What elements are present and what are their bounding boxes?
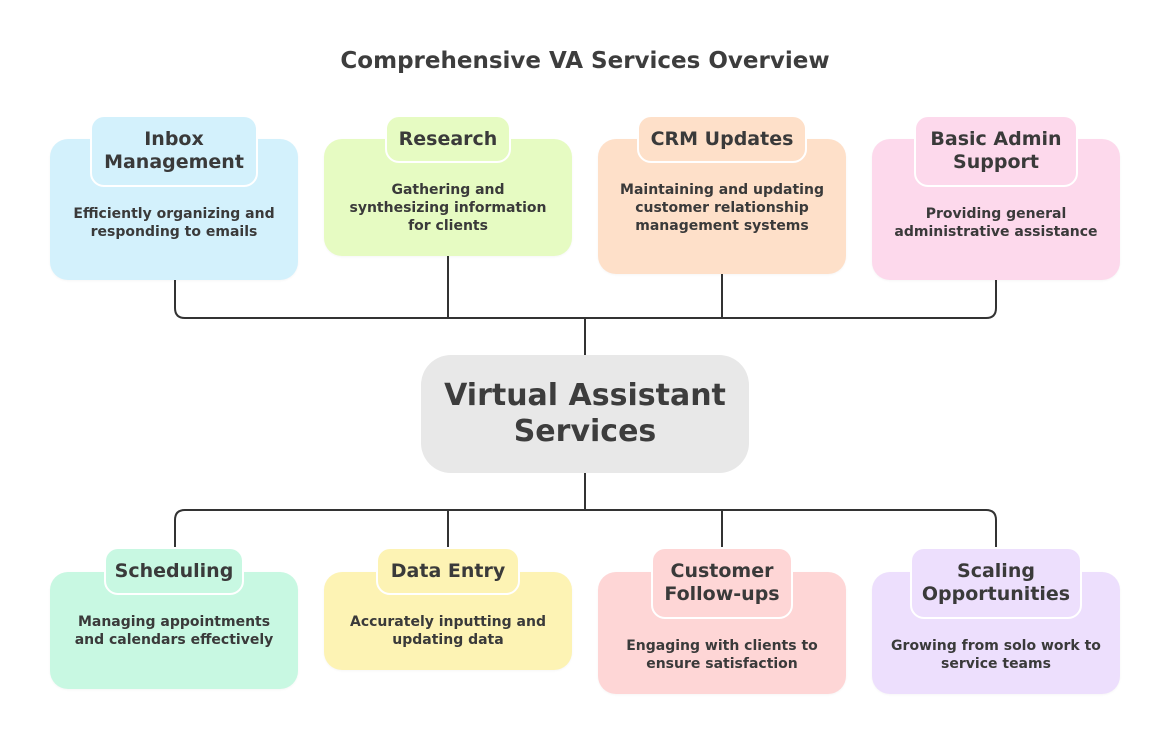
service-description: Managing appointments and calendars effe… (74, 614, 274, 648)
service-title-basic-admin-support: Basic Admin Support (914, 115, 1078, 187)
service-description: Gathering and synthesizing information f… (349, 182, 547, 234)
service-description: Growing from solo work to service teams (891, 638, 1101, 672)
service-title-research: Research (385, 115, 511, 163)
service-title-customer-follow-ups: Customer Follow-ups (651, 547, 793, 619)
connector-inbox (174, 280, 585, 319)
service-description: Efficiently organizing and responding to… (73, 206, 275, 240)
connector-scheduling (174, 509, 585, 572)
central-node: Virtual Assistant Services (421, 355, 749, 473)
diagram-title: Comprehensive VA Services Overview (340, 48, 830, 74)
service-description: Providing general administrative assista… (894, 206, 1098, 240)
service-title-data-entry: Data Entry (376, 547, 520, 595)
service-description: Accurately inputting and updating data (350, 614, 546, 648)
service-title-crm-updates: CRM Updates (637, 115, 807, 163)
connector-scaling (585, 509, 997, 572)
service-title-scheduling: Scheduling (104, 547, 244, 595)
service-description: Engaging with clients to ensure satisfac… (626, 638, 818, 672)
service-title-scaling-opportunities: Scaling Opportunities (910, 547, 1082, 619)
service-description: Maintaining and updating customer relati… (620, 182, 824, 234)
connector-admin (585, 280, 997, 319)
service-title-inbox-management: Inbox Management (90, 115, 258, 187)
